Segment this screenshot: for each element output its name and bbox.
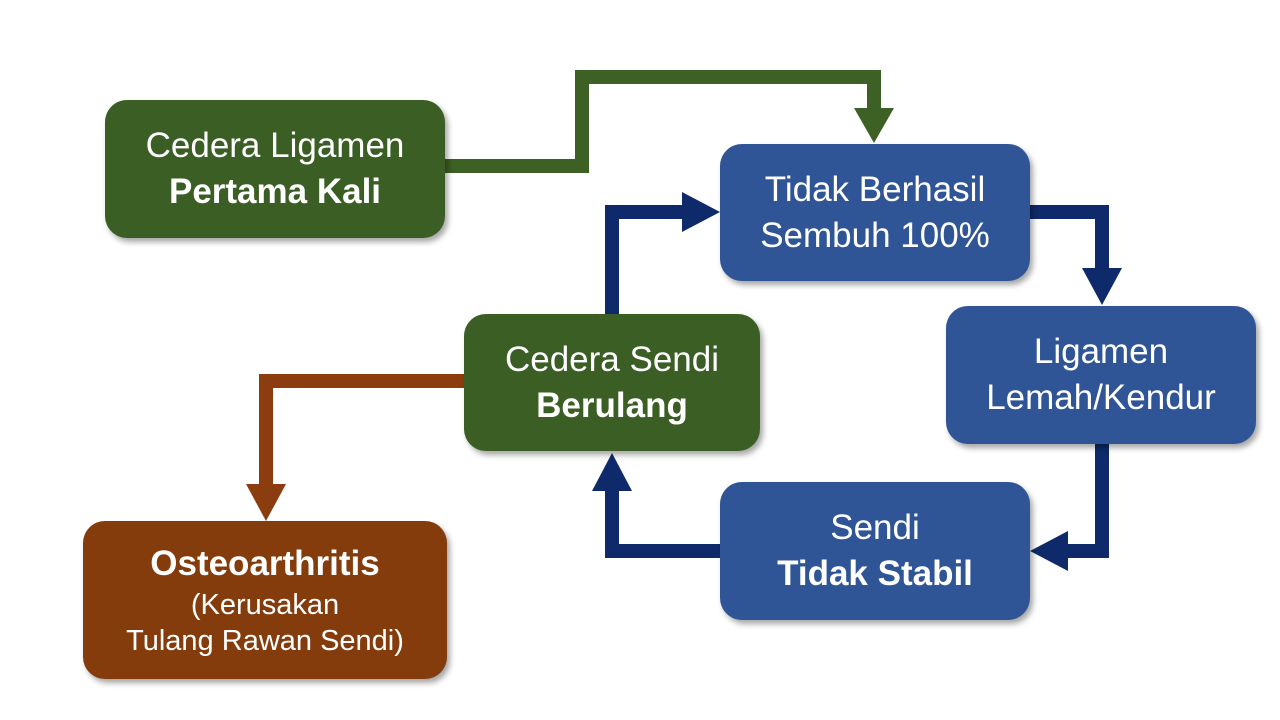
node-weak-ligament-line1: Ligamen [1033, 332, 1169, 371]
node-not-healed-line1: Tidak Berhasil [764, 169, 986, 209]
node-repeat-injury: Cedera Sendi Berulang [464, 314, 760, 451]
arrowhead-weak-ligament-to-unstable-joint [1030, 531, 1068, 571]
node-repeat-injury-line2: Berulang [536, 385, 688, 425]
arrowhead-not-healed-to-weak-ligament [1082, 268, 1122, 305]
node-osteoarthritis: Osteoarthritis (Kerusakan Tulang Rawan S… [83, 521, 447, 679]
arrow-unstable-joint-to-repeat-injury [605, 487, 720, 558]
node-repeat-injury-line1: Cedera Sendi [504, 339, 720, 379]
node-unstable-joint-line1: Sendi [830, 508, 920, 547]
node-weak-ligament-line2: Lemah/Kendur [986, 378, 1216, 417]
node-not-healed-line2: Sembuh 100% [760, 215, 990, 255]
node-osteoarthritis-line1: Osteoarthritis [150, 544, 380, 583]
node-not-healed: Tidak Berhasil Sembuh 100% [720, 144, 1030, 281]
arrowhead-first-injury-to-not-healed [854, 108, 894, 143]
arrow-repeat-injury-to-not-healed [605, 205, 686, 314]
node-first-injury-line1: Cedera Ligamen [145, 126, 405, 165]
node-first-injury: Cedera Ligamen Pertama Kali [105, 100, 445, 238]
node-first-injury-line2: Pertama Kali [168, 172, 382, 211]
arrow-not-healed-to-weak-ligament [1030, 205, 1109, 272]
arrow-weak-ligament-to-unstable-joint [1064, 444, 1109, 558]
node-unstable-joint-line2: Tidak Stabil [777, 554, 973, 593]
arrowhead-unstable-joint-to-repeat-injury [592, 453, 632, 491]
node-unstable-joint: Sendi Tidak Stabil [720, 482, 1030, 620]
node-osteoarthritis-line3: Tulang Rawan Sendi) [126, 625, 404, 657]
arrowhead-repeat-injury-to-not-healed [682, 192, 720, 232]
node-weak-ligament: Ligamen Lemah/Kendur [946, 306, 1256, 444]
arrow-repeat-injury-to-osteoarthritis [259, 374, 464, 488]
node-osteoarthritis-line2: (Kerusakan [190, 589, 340, 621]
arrow-first-injury-to-not-healed [445, 70, 881, 173]
arrowhead-repeat-injury-to-osteoarthritis [246, 484, 286, 521]
